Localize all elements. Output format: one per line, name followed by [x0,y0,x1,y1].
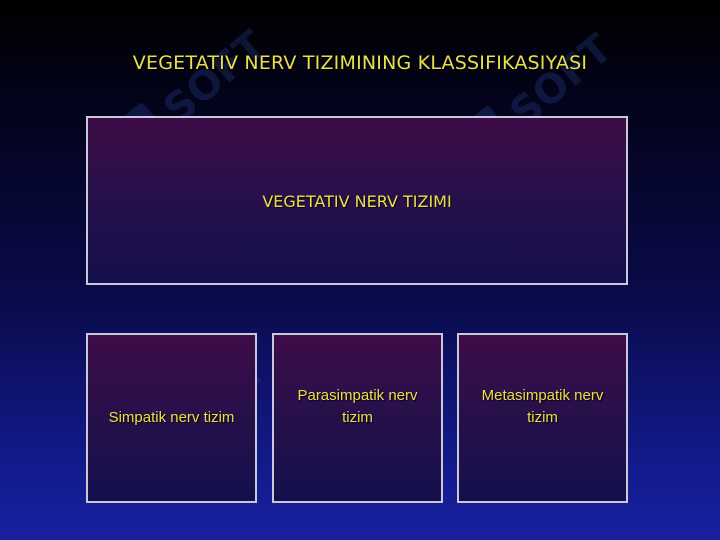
root-node-label: VEGETATIV NERV TIZIMI [262,192,452,211]
child-node-simpatik: Simpatik nerv tizim [86,333,257,503]
diagram-root-node: VEGETATIV NERV TIZIMI [86,116,628,285]
child-node-label: Parasimpatik nerv tizim [297,387,418,426]
child-node-metasimpatik: Metasimpatik nerv tizim [457,333,628,503]
child-node-label: Simpatik nerv tizim [108,409,235,426]
child-node-parasimpatik: Parasimpatik nerv tizim [272,333,443,503]
child-node-label: Metasimpatik nerv tizim [481,387,604,426]
slide-title: VEGETATIV NERV TIZIMINING KLASSIFIKASIYA… [132,52,588,74]
